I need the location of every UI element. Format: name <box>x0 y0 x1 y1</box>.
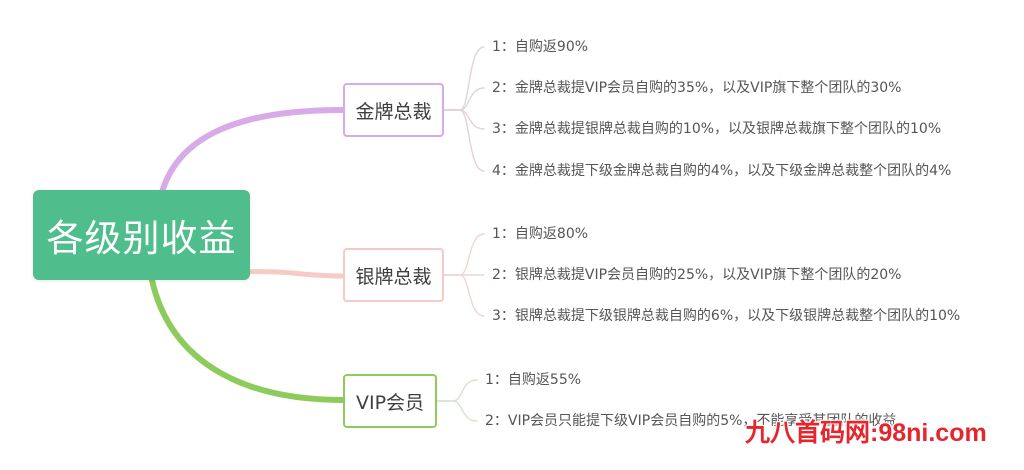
branch-topic-label: VIP会员 <box>355 391 425 414</box>
bracket-silver-item-3 <box>443 274 485 317</box>
link-center-to-gold <box>157 107 346 203</box>
subtopic-silver-1: 1：自购返80% <box>492 226 589 242</box>
subtopic-silver-2: 2：银牌总裁提VIP会员自购的25%，以及VIP旗下整个团队的20% <box>492 267 902 283</box>
branch-topic-label: 金牌总裁 <box>355 100 432 123</box>
subtopic-gold-2: 2：金牌总裁提VIP会员自购的35%，以及VIP旗下整个团队的30% <box>492 80 902 96</box>
site-watermark: 九八首码网:98ni.com <box>745 419 987 447</box>
bracket-vip-item-2 <box>436 400 478 422</box>
subtopic-gold-3: 3：金牌总裁提银牌总裁自购的10%，以及银牌总裁旗下整个团队的10% <box>492 121 942 137</box>
branch-topic-label: 银牌总裁 <box>355 265 432 288</box>
central-topic: 各级别收益 <box>33 190 250 280</box>
subtopic-vip-2: 2：VIP会员只能提下级VIP会员自购的5%，不能享受其团队的收益 <box>485 413 897 429</box>
bracket-vip-item-1 <box>436 379 478 402</box>
subtopic-gold-1: 1：自购返90% <box>492 39 589 55</box>
branch-topic-gold-president: 金牌总裁 <box>343 83 444 137</box>
subtopic-vip-1: 1：自购返55% <box>485 372 582 388</box>
bracket-silver-item-1 <box>443 233 485 276</box>
branch-topic-vip-member: VIP会员 <box>343 374 437 428</box>
central-topic-label: 各级别收益 <box>46 217 237 260</box>
link-center-to-silver <box>237 269 346 279</box>
link-center-to-vip <box>147 267 346 403</box>
bracket-gold-item-4 <box>443 109 485 172</box>
subtopic-silver-3: 3：银牌总裁提下级银牌总裁自购的6%，以及下级银牌总裁整个团队的10% <box>492 308 961 324</box>
subtopic-gold-4: 4：金牌总裁提下级金牌总裁自购的4%，以及下级金牌总裁整个团队的4% <box>492 163 952 179</box>
bracket-gold-item-1 <box>443 46 485 111</box>
branch-topic-silver-president: 银牌总裁 <box>343 248 444 302</box>
